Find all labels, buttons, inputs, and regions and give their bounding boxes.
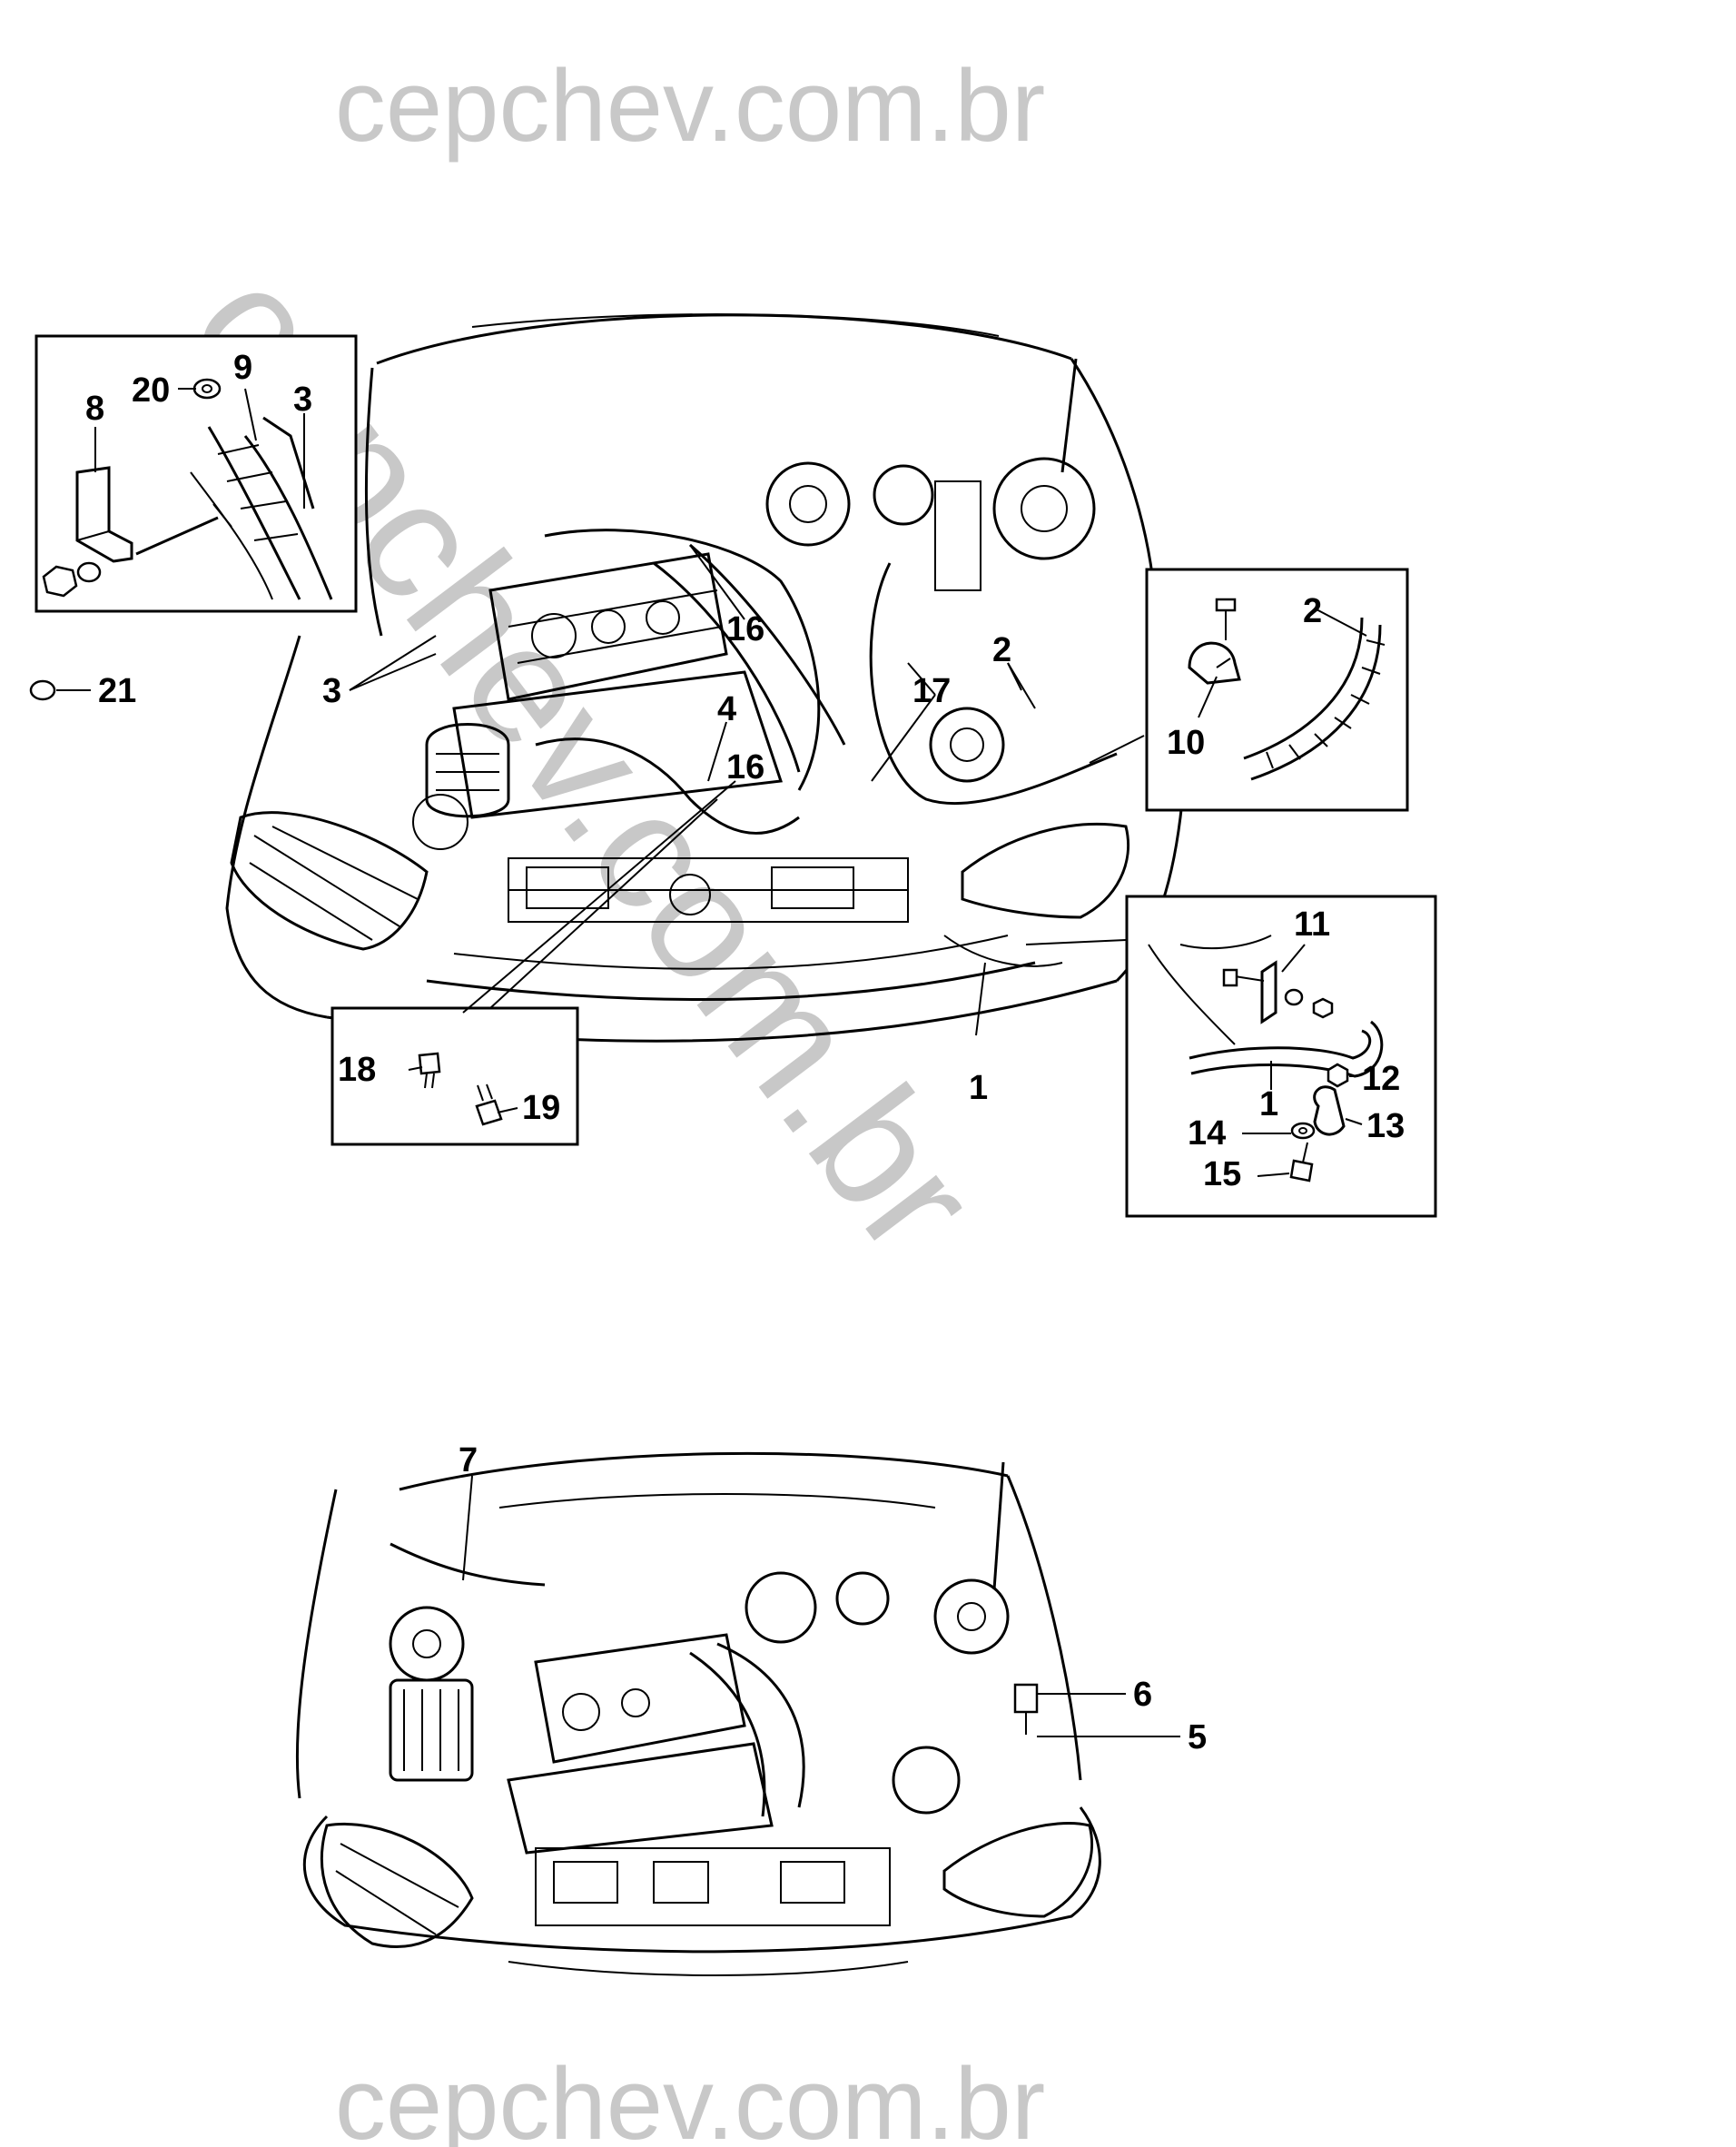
callout-10: 10	[1167, 724, 1205, 762]
callout-20: 20	[132, 371, 170, 410]
callout-18: 18	[338, 1051, 376, 1089]
callout-16-mid: 16	[726, 748, 764, 787]
callout-12: 12	[1362, 1060, 1400, 1098]
upper-engine-bay	[225, 313, 1185, 1043]
callout-labels: 20 9 3 8 21 3 16 4 16 17 2 2 10 11 1 12 …	[85, 349, 1405, 1756]
detail-box-ground	[1125, 895, 1437, 1218]
watermark-top: cepchev.com.br	[335, 49, 1045, 163]
detail-box-bolts	[330, 1006, 579, 1146]
detail-box-clip	[1145, 568, 1409, 812]
callout-16-top: 16	[726, 610, 764, 648]
callout-2-engine: 2	[992, 631, 1011, 669]
callout-13: 13	[1366, 1107, 1405, 1145]
part-21-nut-icon	[29, 679, 56, 701]
callout-19: 19	[522, 1089, 560, 1127]
callout-8: 8	[85, 390, 104, 428]
callout-17: 17	[912, 672, 951, 710]
callout-15: 15	[1203, 1155, 1241, 1193]
detail-box-bracket	[35, 334, 358, 613]
callout-3-engine: 3	[322, 672, 341, 710]
callout-14: 14	[1188, 1114, 1226, 1153]
callout-4: 4	[717, 690, 736, 728]
callout-21: 21	[98, 672, 136, 710]
callout-1-box: 1	[1259, 1085, 1278, 1123]
callout-9: 9	[233, 349, 252, 387]
callout-5: 5	[1188, 1718, 1207, 1756]
leader-lines	[56, 388, 1367, 1737]
lower-engine-bay	[295, 1451, 1101, 1976]
callout-6: 6	[1133, 1676, 1152, 1714]
callout-7: 7	[459, 1441, 478, 1479]
callout-2-box: 2	[1303, 592, 1322, 630]
callout-3-box: 3	[293, 381, 312, 419]
watermark-bottom: cepchev.com.br	[335, 2047, 1045, 2147]
callout-11: 11	[1294, 905, 1330, 944]
callout-1-engine: 1	[969, 1069, 988, 1107]
